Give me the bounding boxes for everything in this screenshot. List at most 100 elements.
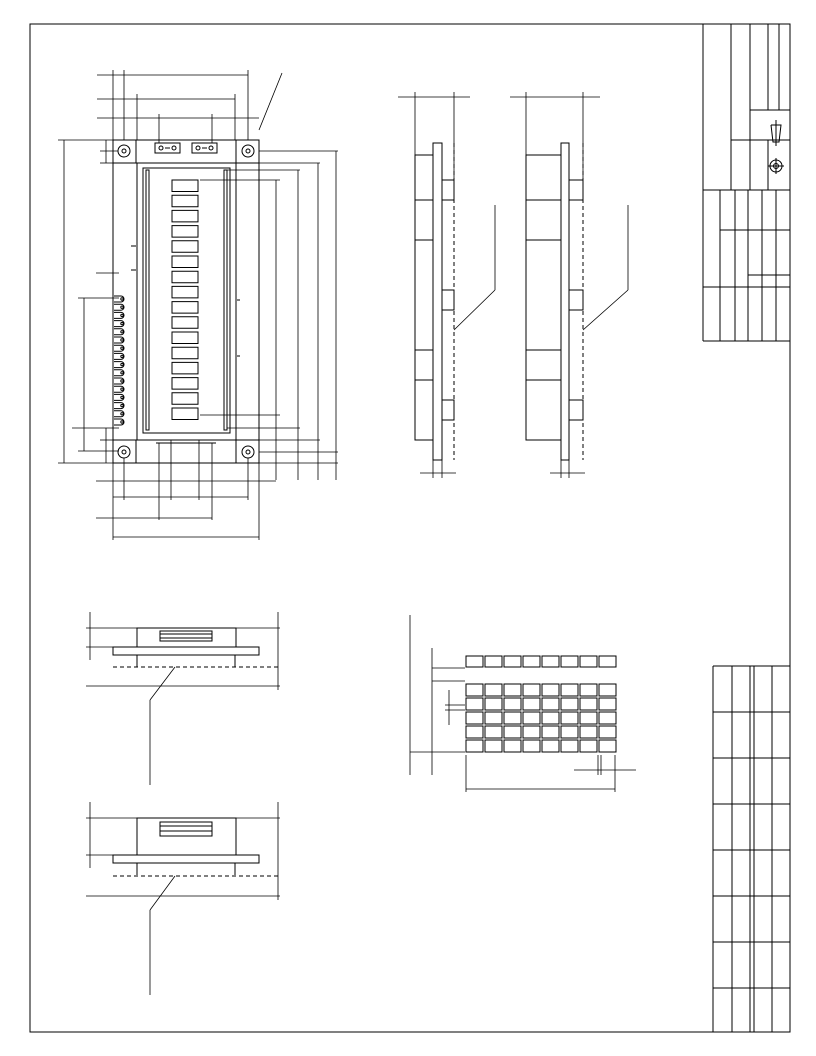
- matrix-cell: [485, 740, 502, 752]
- character-cell: [172, 362, 198, 374]
- character-cell: [172, 180, 198, 192]
- matrix-cell: [542, 712, 559, 724]
- title-block-top: [703, 24, 790, 341]
- character-cell: [172, 393, 198, 405]
- mounting-pad: [113, 440, 136, 463]
- pin-hole: [121, 404, 123, 406]
- mounting-pad: [113, 140, 136, 163]
- connector-pins: [114, 296, 124, 425]
- matrix-cell: [504, 698, 521, 710]
- dot-matrix-dimensions: [410, 615, 636, 792]
- mounting-hole: [118, 446, 130, 458]
- matrix-cell: [599, 684, 616, 696]
- pin-hole: [121, 388, 123, 390]
- connector-pin: [114, 353, 124, 359]
- matrix-cell: [485, 698, 502, 710]
- dot-matrix-detail: [466, 656, 616, 752]
- character-cell: [172, 195, 198, 207]
- connector-pin: [114, 370, 124, 376]
- matrix-cell: [466, 740, 483, 752]
- revision-table: [713, 666, 790, 1032]
- connector-pin: [114, 312, 124, 318]
- character-cell: [172, 347, 198, 359]
- character-cell: [172, 210, 198, 222]
- matrix-cell: [523, 656, 540, 667]
- pin-hole: [121, 314, 123, 316]
- character-cell: [172, 241, 198, 253]
- connector-pin: [114, 386, 124, 392]
- matrix-cell: [485, 656, 502, 667]
- matrix-cell: [485, 684, 502, 696]
- matrix-cell: [504, 656, 521, 667]
- matrix-cell: [523, 726, 540, 738]
- bottom-view-upper-dimensions: [86, 612, 280, 785]
- projection-symbol: [768, 120, 784, 174]
- matrix-cell: [561, 740, 578, 752]
- matrix-cell: [542, 726, 559, 738]
- mounting-hole: [242, 145, 254, 157]
- backlight-pad: [155, 143, 180, 153]
- backlight-pad: [192, 143, 217, 153]
- matrix-cell: [523, 698, 540, 710]
- matrix-cell: [523, 740, 540, 752]
- matrix-cell: [504, 740, 521, 752]
- matrix-cell: [599, 698, 616, 710]
- matrix-cell: [580, 684, 597, 696]
- matrix-cell: [466, 726, 483, 738]
- matrix-cell: [561, 712, 578, 724]
- matrix-cell: [599, 656, 616, 667]
- pin-hole: [121, 396, 123, 398]
- matrix-cell: [466, 698, 483, 710]
- pin-hole: [121, 331, 123, 333]
- connector-pin: [114, 394, 124, 400]
- matrix-cell: [542, 698, 559, 710]
- matrix-cell: [542, 740, 559, 752]
- pin-hole: [121, 347, 123, 349]
- pin-hole: [121, 372, 123, 374]
- matrix-cell: [580, 712, 597, 724]
- connector-pin: [114, 411, 124, 417]
- matrix-cell: [523, 684, 540, 696]
- connector-pin: [114, 362, 124, 368]
- connector-pin: [114, 345, 124, 351]
- matrix-cell: [504, 726, 521, 738]
- matrix-cell: [561, 726, 578, 738]
- matrix-cell: [561, 698, 578, 710]
- side-view-left-dimensions: [398, 92, 495, 478]
- matrix-cell: [504, 684, 521, 696]
- mounting-hole: [118, 145, 130, 157]
- matrix-cell: [466, 684, 483, 696]
- matrix-cell: [599, 712, 616, 724]
- pin-hole: [121, 298, 123, 300]
- matrix-cell: [523, 712, 540, 724]
- character-cell: [172, 271, 198, 283]
- connector-pin: [114, 329, 124, 335]
- matrix-cell: [542, 656, 559, 667]
- matrix-cell: [561, 656, 578, 667]
- connector-pin: [114, 337, 124, 343]
- matrix-cell: [485, 712, 502, 724]
- mounting-pad: [236, 440, 259, 463]
- pin-hole: [121, 322, 123, 324]
- connector-pin: [114, 419, 124, 425]
- matrix-cell: [485, 726, 502, 738]
- matrix-cell: [599, 726, 616, 738]
- character-cell: [172, 302, 198, 314]
- bottom-view-upper: [113, 628, 280, 667]
- mounting-pad: [236, 140, 259, 163]
- matrix-cell: [580, 698, 597, 710]
- character-cell: [172, 408, 198, 420]
- side-view-right: [526, 143, 583, 460]
- matrix-cell: [580, 726, 597, 738]
- pin-hole: [121, 363, 123, 365]
- matrix-cell: [542, 684, 559, 696]
- connector-pin: [114, 321, 124, 327]
- matrix-cell: [466, 656, 483, 667]
- pin-hole: [121, 339, 123, 341]
- sheet-border: [30, 24, 790, 1032]
- character-cell: [172, 378, 198, 390]
- viewing-area: [143, 168, 230, 433]
- connector-pin: [114, 296, 124, 302]
- matrix-cell: [561, 684, 578, 696]
